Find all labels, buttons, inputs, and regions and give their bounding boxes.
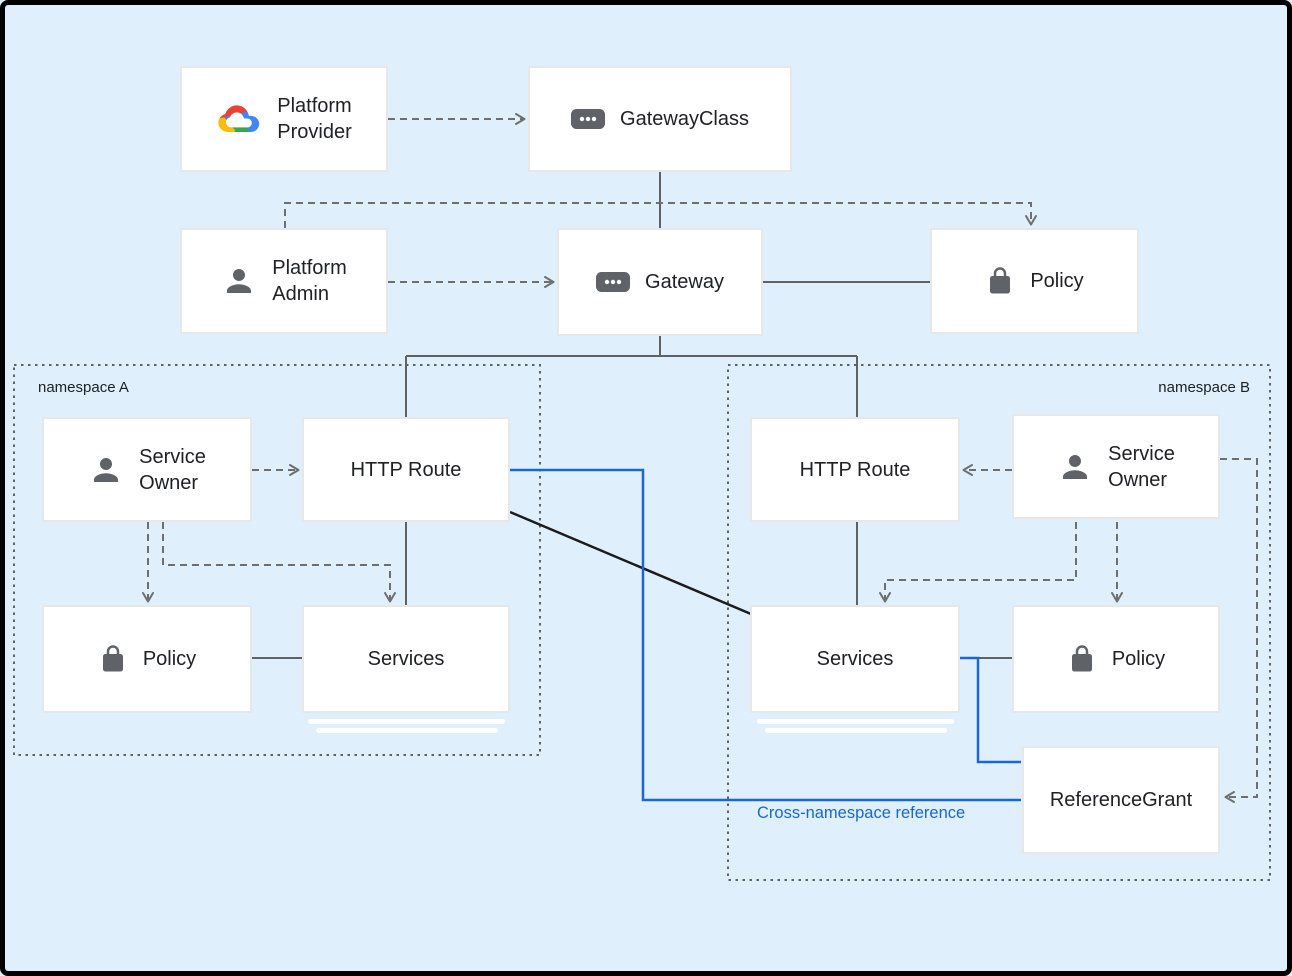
node-label: ReferenceGrant [1049,789,1193,811]
node-policy-a: Policy [42,605,252,713]
node-label: Service Owner [139,445,206,494]
person-icon [221,263,257,299]
namespace-a-label: namespace A [38,379,129,396]
connector-ownerb-servicesb [879,522,1077,603]
connector-httproutea-referencegrant [510,468,1021,802]
node-label: Platform Provider [277,95,352,143]
connector-gatewayclass-admin-policy [284,202,1037,228]
node-label: Policy [1111,648,1166,670]
node-http-route-b: HTTP Route [750,417,960,522]
node-label: Services [816,648,894,670]
lock-icon [1067,644,1097,674]
person-icon [88,452,124,488]
resource-icon [571,109,606,129]
connector-ownera-servicesa [162,522,396,603]
services-a-stack-bar [308,719,505,724]
node-service-owner-a: Service Owner [42,417,252,522]
node-services-a: Services [302,605,510,713]
services-b-stack-bar [765,728,947,733]
services-b-stack-bar [757,719,954,724]
node-gatewayclass: GatewayClass [528,66,792,172]
node-service-owner-b: Service Owner [1012,414,1220,519]
node-label: Policy [142,648,197,670]
node-label: Platform Admin [272,257,347,305]
connector-ownerb-referencegrant [1220,458,1258,803]
node-platform-admin: Platform Admin [180,228,388,334]
namespace-a-border [13,364,541,756]
cross-namespace-reference-label: Cross-namespace reference [757,804,966,822]
namespace-b-label: namespace B [1158,379,1250,396]
node-label: Services [367,648,445,670]
connector-gateway-httproutes [405,336,858,606]
node-label: HTTP Route [799,458,911,481]
node-label: Gateway [645,271,724,293]
services-a-stack-bar [316,728,498,733]
node-gateway: Gateway [557,228,763,336]
resource-icon [596,272,631,292]
node-services-b: Services [750,605,960,713]
node-label: GatewayClass [620,108,749,130]
lock-icon [985,266,1015,296]
connector-httproutea-servicesb [509,510,752,616]
node-label: Service Owner [1108,442,1175,491]
namespace-b-border [727,364,1271,881]
node-platform-provider: Platform Provider [180,66,388,172]
google-cloud-icon [216,100,263,138]
connector-servicesb-referencegrant [960,656,1021,764]
lock-icon [98,644,128,674]
person-icon [1057,449,1093,485]
node-reference-grant: ReferenceGrant [1022,746,1220,854]
node-policy-top: Policy [930,228,1139,334]
node-label: HTTP Route [350,458,462,481]
node-policy-b: Policy [1012,605,1220,713]
node-label: Policy [1030,270,1084,292]
node-http-route-a: HTTP Route [302,417,510,522]
